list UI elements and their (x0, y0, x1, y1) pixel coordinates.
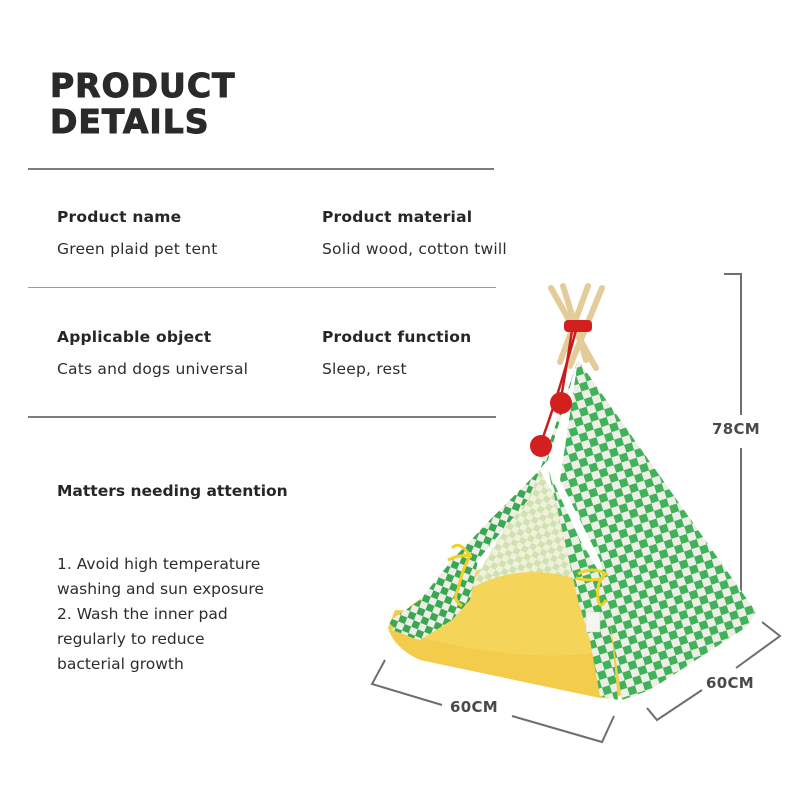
dimension-width-label: 60CM (450, 698, 499, 716)
red-toy-pompoms (530, 320, 592, 457)
detail-label-applicable-object: Applicable object (57, 328, 212, 346)
notes-line: 1. Avoid high temperature (57, 555, 261, 573)
page-title-line1: PRODUCT (50, 66, 236, 105)
notes-line: regularly to reduce (57, 630, 205, 648)
dimension-depth-label: 60CM (706, 674, 755, 692)
notes-line: washing and sun exposure (57, 580, 264, 598)
page-title: PRODUCT DETAILS (50, 66, 236, 141)
divider (28, 416, 496, 418)
detail-label-product-function: Product function (322, 328, 472, 346)
page-title-line2: DETAILS (50, 102, 210, 141)
detail-label-product-name: Product name (57, 208, 182, 226)
notes-list: 1. Avoid high temperature washing and su… (57, 552, 357, 677)
height-dimension-line (724, 273, 742, 619)
dimension-height-label: 78CM (712, 420, 761, 438)
depth-dimension-line (646, 621, 782, 722)
width-dimension-line (370, 659, 615, 744)
notes-title: Matters needing attention (57, 482, 288, 500)
detail-value-product-name: Green plaid pet tent (57, 240, 218, 258)
notes-line: bacterial growth (57, 655, 184, 673)
detail-value-applicable-object: Cats and dogs universal (57, 360, 249, 378)
detail-label-product-material: Product material (322, 208, 473, 226)
notes-line: 2. Wash the inner pad (57, 605, 228, 623)
divider (28, 168, 494, 170)
divider (28, 287, 496, 288)
yellow-tie-ropes (447, 543, 609, 608)
brand-tag (585, 611, 601, 633)
detail-value-product-function: Sleep, rest (322, 360, 407, 378)
detail-value-product-material: Solid wood, cotton twill (322, 240, 507, 258)
product-image (370, 273, 782, 744)
